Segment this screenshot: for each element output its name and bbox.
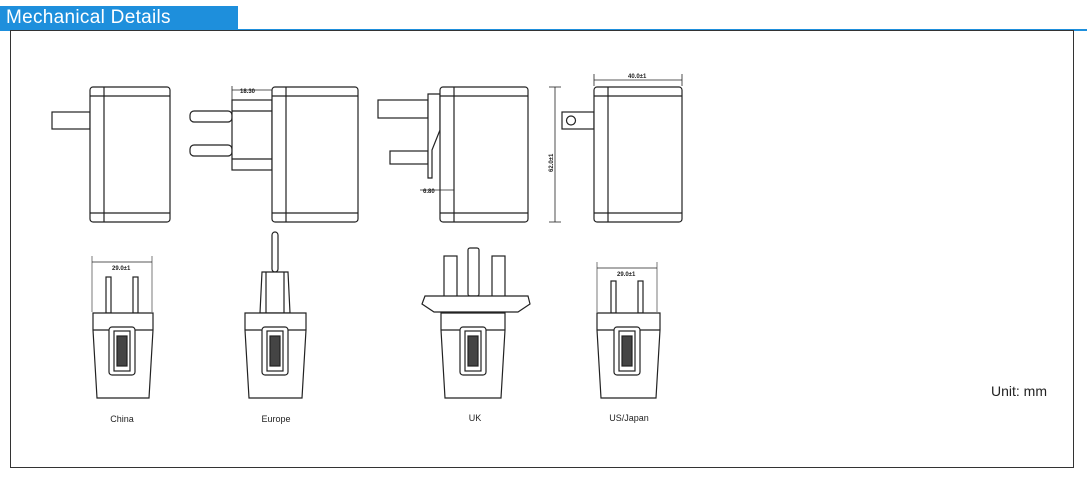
- label-uk: UK: [468, 413, 482, 423]
- front-view-us-japan: [596, 262, 661, 399]
- dim-uk-offset: 6.80: [423, 189, 435, 195]
- front-view-china: [91, 256, 154, 399]
- label-us-japan: US/Japan: [609, 413, 649, 423]
- side-view-uk: [377, 86, 529, 223]
- dim-europe-pin-length: 18.30: [240, 89, 256, 95]
- section-title: Mechanical Details: [6, 7, 171, 28]
- dim-us-front-width: 29.0±1: [617, 272, 636, 278]
- dim-china-width: 29.0±1: [112, 266, 131, 272]
- side-view-europe: [189, 86, 359, 223]
- side-view-china: [51, 86, 171, 223]
- drawing-frame: [10, 30, 1074, 468]
- label-europe: Europe: [261, 414, 291, 424]
- label-china: China: [110, 414, 134, 424]
- front-view-europe: [244, 231, 307, 399]
- front-view-uk: [421, 247, 531, 399]
- dim-us-height: 62.0±1: [549, 153, 555, 172]
- side-view-us-japan: [549, 74, 683, 223]
- section-header-tab: [0, 6, 238, 30]
- unit-label: Unit: mm: [991, 383, 1047, 399]
- dim-us-width: 40.0±1: [628, 74, 647, 80]
